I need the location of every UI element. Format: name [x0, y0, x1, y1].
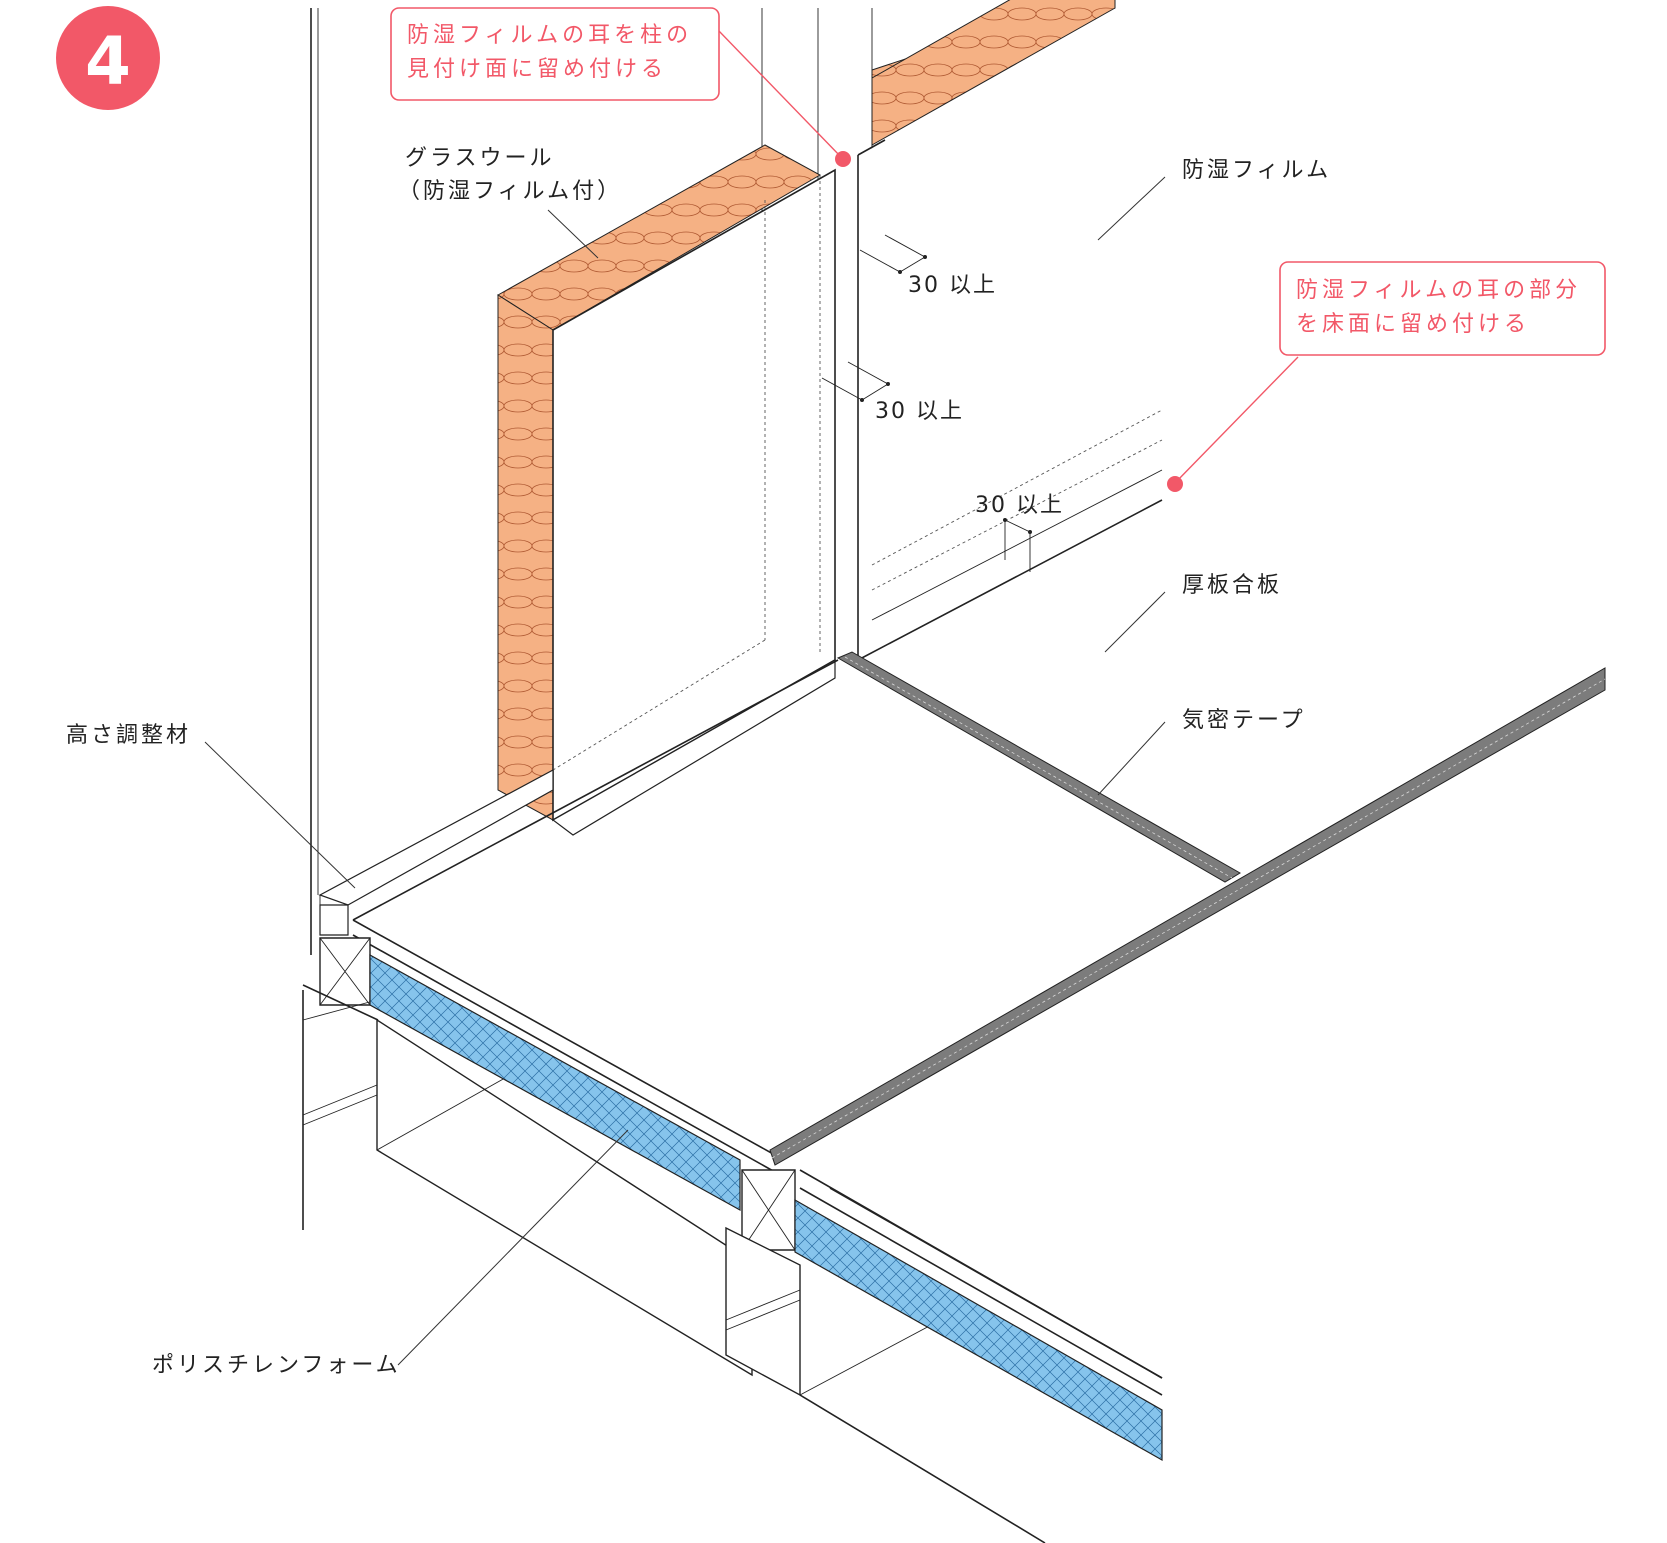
dimension-mark-top	[859, 234, 927, 274]
leader-lines	[204, 176, 1166, 1366]
label-airtight-tape: 気密テープ	[1182, 708, 1306, 733]
dimension-label-floor: 30 以上	[975, 493, 1064, 518]
airtight-tape-short	[836, 651, 1241, 883]
callout-column-box	[390, 7, 720, 101]
step-badge: 4	[56, 6, 160, 110]
label-glass-wool-line2: （防湿フィルム付）	[398, 179, 622, 204]
callout-leader-column	[717, 29, 851, 167]
label-vapor-film: 防湿フィルム	[1182, 158, 1331, 183]
glass-wool-block	[497, 144, 836, 836]
label-height-adjuster: 高さ調整材	[66, 723, 191, 748]
callout-floor-box	[1279, 261, 1606, 356]
glass-wool-upper-top	[871, 0, 1116, 146]
callout-column-line1: 防湿フィルムの耳を柱の	[407, 23, 692, 48]
vapor-film-back-panel	[857, 8, 1163, 661]
callout-column-line2: 見付け面に留め付ける	[407, 57, 667, 82]
joist-middle	[725, 1169, 1046, 1543]
dimension-label-top: 30 以上	[908, 273, 997, 298]
label-plywood: 厚板合板	[1182, 573, 1282, 598]
callout-floor-line2: を床面に留め付ける	[1296, 312, 1530, 337]
callout-dot-column	[835, 151, 851, 167]
polystyrene-foam-left	[369, 953, 741, 1212]
glass-wool-side-face	[497, 294, 554, 821]
polystyrene-foam-right	[794, 1198, 1163, 1462]
label-glass-wool-line1: グラスウール	[405, 146, 555, 171]
callout-floor: 防湿フィルムの耳の部分 を床面に留め付ける	[1279, 261, 1606, 356]
joist-left	[302, 937, 753, 1377]
dimension-mark-floor	[1003, 518, 1032, 572]
callout-floor-line1: 防湿フィルムの耳の部分	[1296, 278, 1581, 303]
dimension-label-mid: 30 以上	[875, 399, 964, 424]
callout-dot-floor	[1167, 476, 1183, 492]
glass-wool-upper	[871, 0, 1116, 146]
step-number: 4	[85, 23, 131, 100]
plywood-floor	[352, 659, 1163, 1396]
airtight-tape-long	[769, 667, 1606, 1166]
callout-leader-floor	[1167, 356, 1299, 492]
dimension-mark-mid	[821, 361, 890, 402]
label-polystyrene: ポリスチレンフォーム	[152, 1353, 401, 1378]
height-adjuster	[318, 768, 554, 936]
callout-column: 防湿フィルムの耳を柱の 見付け面に留め付ける	[390, 7, 720, 101]
step-badge-circle	[56, 6, 160, 110]
left-wall-column	[302, 8, 319, 1230]
